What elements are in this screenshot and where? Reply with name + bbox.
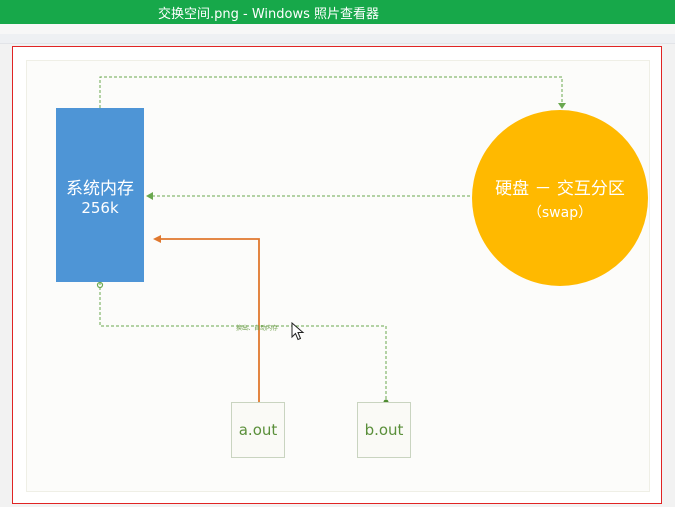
disk-sublabel: （swap） (527, 205, 593, 221)
title-bar: 交换空间.png - Windows 照片查看器 (0, 0, 675, 24)
process-b-label: b.out (364, 421, 404, 439)
disk-label: 硬盘 － 交互分区 (495, 179, 625, 199)
bus-note: 换出、自动内存 (236, 325, 279, 332)
swap-disk-circle: 硬盘 － 交互分区 （swap） (472, 110, 648, 286)
memory-to-disk-dashed-arrow (99, 76, 563, 108)
memory-anchor-dot (96, 281, 104, 289)
process-a-label: a.out (238, 421, 278, 439)
memory-to-disk-arrowhead (558, 103, 566, 109)
system-memory-block: 系统内存 256k (56, 108, 144, 282)
toolbar-divider (0, 34, 675, 44)
aout-to-memory-arrow (160, 238, 260, 402)
memory-label: 系统内存 (66, 179, 134, 199)
memory-bus-dashed-line (99, 282, 387, 400)
process-b-box: b.out (357, 402, 411, 458)
mouse-cursor-icon (291, 322, 305, 341)
toolbar-strip (0, 24, 675, 34)
window-title: 交换空间.png - Windows 照片查看器 (158, 7, 379, 22)
memory-size: 256k (81, 199, 119, 217)
aout-to-memory-arrowhead (153, 235, 161, 243)
process-a-box: a.out (231, 402, 285, 458)
disk-to-memory-arrowhead (146, 192, 153, 200)
